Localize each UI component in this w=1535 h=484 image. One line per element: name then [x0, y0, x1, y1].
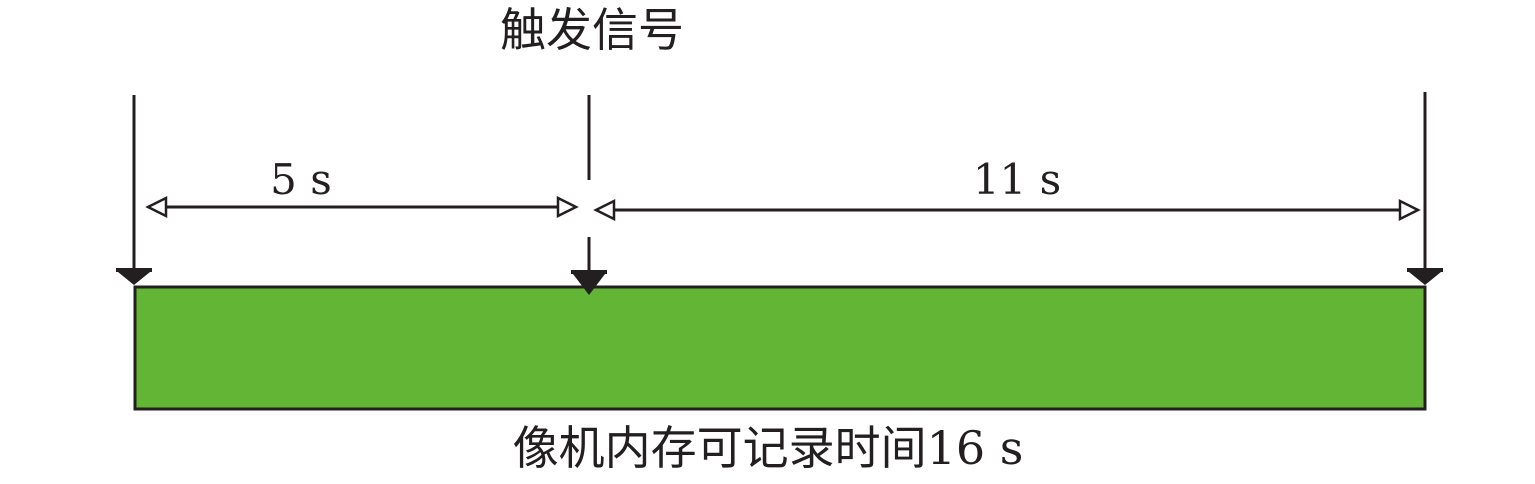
trigger-marker-symbol: [571, 270, 607, 295]
post-trigger-duration-label: 11 s: [973, 155, 1061, 204]
pre-trigger-left-arrowhead: [145, 195, 168, 219]
pre-trigger-duration-label: 5 s: [270, 155, 332, 204]
memory-recording-time-caption: 像机内存可记录时间16 s: [513, 421, 1024, 475]
camera-memory-buffer-bar: [133, 285, 1427, 411]
trigger-signal-label: 触发信号: [500, 3, 684, 57]
start-marker-symbol: [116, 268, 152, 285]
end-marker-symbol: [1407, 268, 1443, 285]
post-trigger-right-arrowhead: [1398, 198, 1421, 222]
pre-trigger-right-arrowhead: [556, 195, 579, 219]
post-trigger-left-arrowhead: [593, 198, 616, 222]
